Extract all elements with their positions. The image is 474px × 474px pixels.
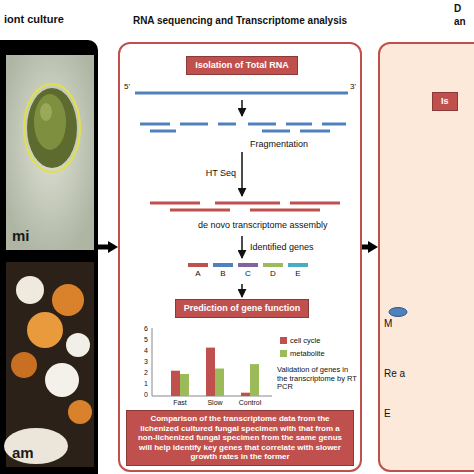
flow-arrow [98,245,110,250]
assembled-reads [150,203,340,210]
rna-fragments [140,124,346,131]
gene-letter: B [217,269,229,278]
stage-panel: Isolation of Total RNA Prediction of gene… [118,42,362,472]
spore-highlight [40,103,52,121]
step-label: Fragmentation [250,139,308,149]
strand-end: 5' [124,82,130,91]
legend-text: metabolite [290,349,325,358]
axis-category: Slow [201,399,229,407]
step-arrow [241,100,243,116]
stage-panel: IsD an [378,42,474,472]
fungal-tuft [66,333,90,357]
axis-tick: 5 [134,336,148,344]
axis-tick: 3 [134,358,148,366]
step-arrow [241,284,243,297]
step-label: Identified genes [250,242,314,252]
spore-cell [27,88,77,168]
axis-tick: 1 [134,380,148,388]
photo-label: am [12,445,34,462]
box-text: Prediction of gene function [184,303,301,314]
process-box: Prediction of gene function [175,299,310,318]
step-label: de novo transcriptome assembly [198,220,328,230]
gene-letter: E [292,269,304,278]
cell-outline [24,84,80,172]
process-box: Is [432,92,458,111]
panel-ground [378,42,474,472]
step-arrow [241,236,243,258]
process-box: Isolation of Total RNA [186,56,297,75]
gene-segments [188,263,308,267]
step-label: E [384,408,391,420]
fungal-tuft [45,363,79,397]
legend-text: cell cycle [290,336,320,345]
axis-category: Control [230,399,270,407]
rna-strand [135,92,348,95]
summary-box: Comparison of the transcriptome data fro… [126,410,354,466]
fungal-tuft [4,428,68,464]
panel-heading: RNA sequencing and Transcriptome analysi… [118,14,362,27]
spore-core [34,94,66,150]
legend-entry: cell cycle [280,336,320,345]
photo-label: mi [12,228,30,245]
legend-entry: metabolite [280,349,325,358]
axis-tick: 0 [134,391,148,399]
box-text: Comparison of the transcriptome data fro… [132,414,348,462]
lichen-lobe [52,284,84,316]
gene-letter: C [242,269,254,278]
step-label: M [384,318,392,330]
box-text: Is [441,96,449,107]
bar-chart [152,328,272,396]
cell-symbol [389,308,407,317]
legend-swatch [280,350,287,357]
lichen-lobe [27,312,63,348]
step-arrow [241,152,243,196]
lichen-lobe [11,352,37,378]
flow-arrow [362,245,370,250]
step-label: Re a [384,368,405,380]
fungal-tuft [16,276,44,304]
step-label: HT Seq [188,168,236,178]
stage-panel: miamiont culture [0,40,98,474]
gene-letter: A [192,269,204,278]
photo-frame: mi [6,55,94,250]
box-text: Isolation of Total RNA [195,60,288,71]
strand-end: 3' [350,82,356,91]
chart-note: Validation of genes in the transcriptome… [277,366,357,392]
axis-tick: 6 [134,325,148,333]
axis-tick: 4 [134,347,148,355]
lichen-lobe [68,400,92,424]
panel-heading: D an [454,2,470,28]
axis-category: Fast [166,399,194,407]
gene-letter: D [267,269,279,278]
photo-frame: am [6,262,94,467]
photo-ground [6,55,94,250]
panel-heading: iont culture [4,12,64,26]
axis-tick: 2 [134,369,148,377]
panel-ground [0,40,98,474]
legend-swatch [280,337,287,344]
